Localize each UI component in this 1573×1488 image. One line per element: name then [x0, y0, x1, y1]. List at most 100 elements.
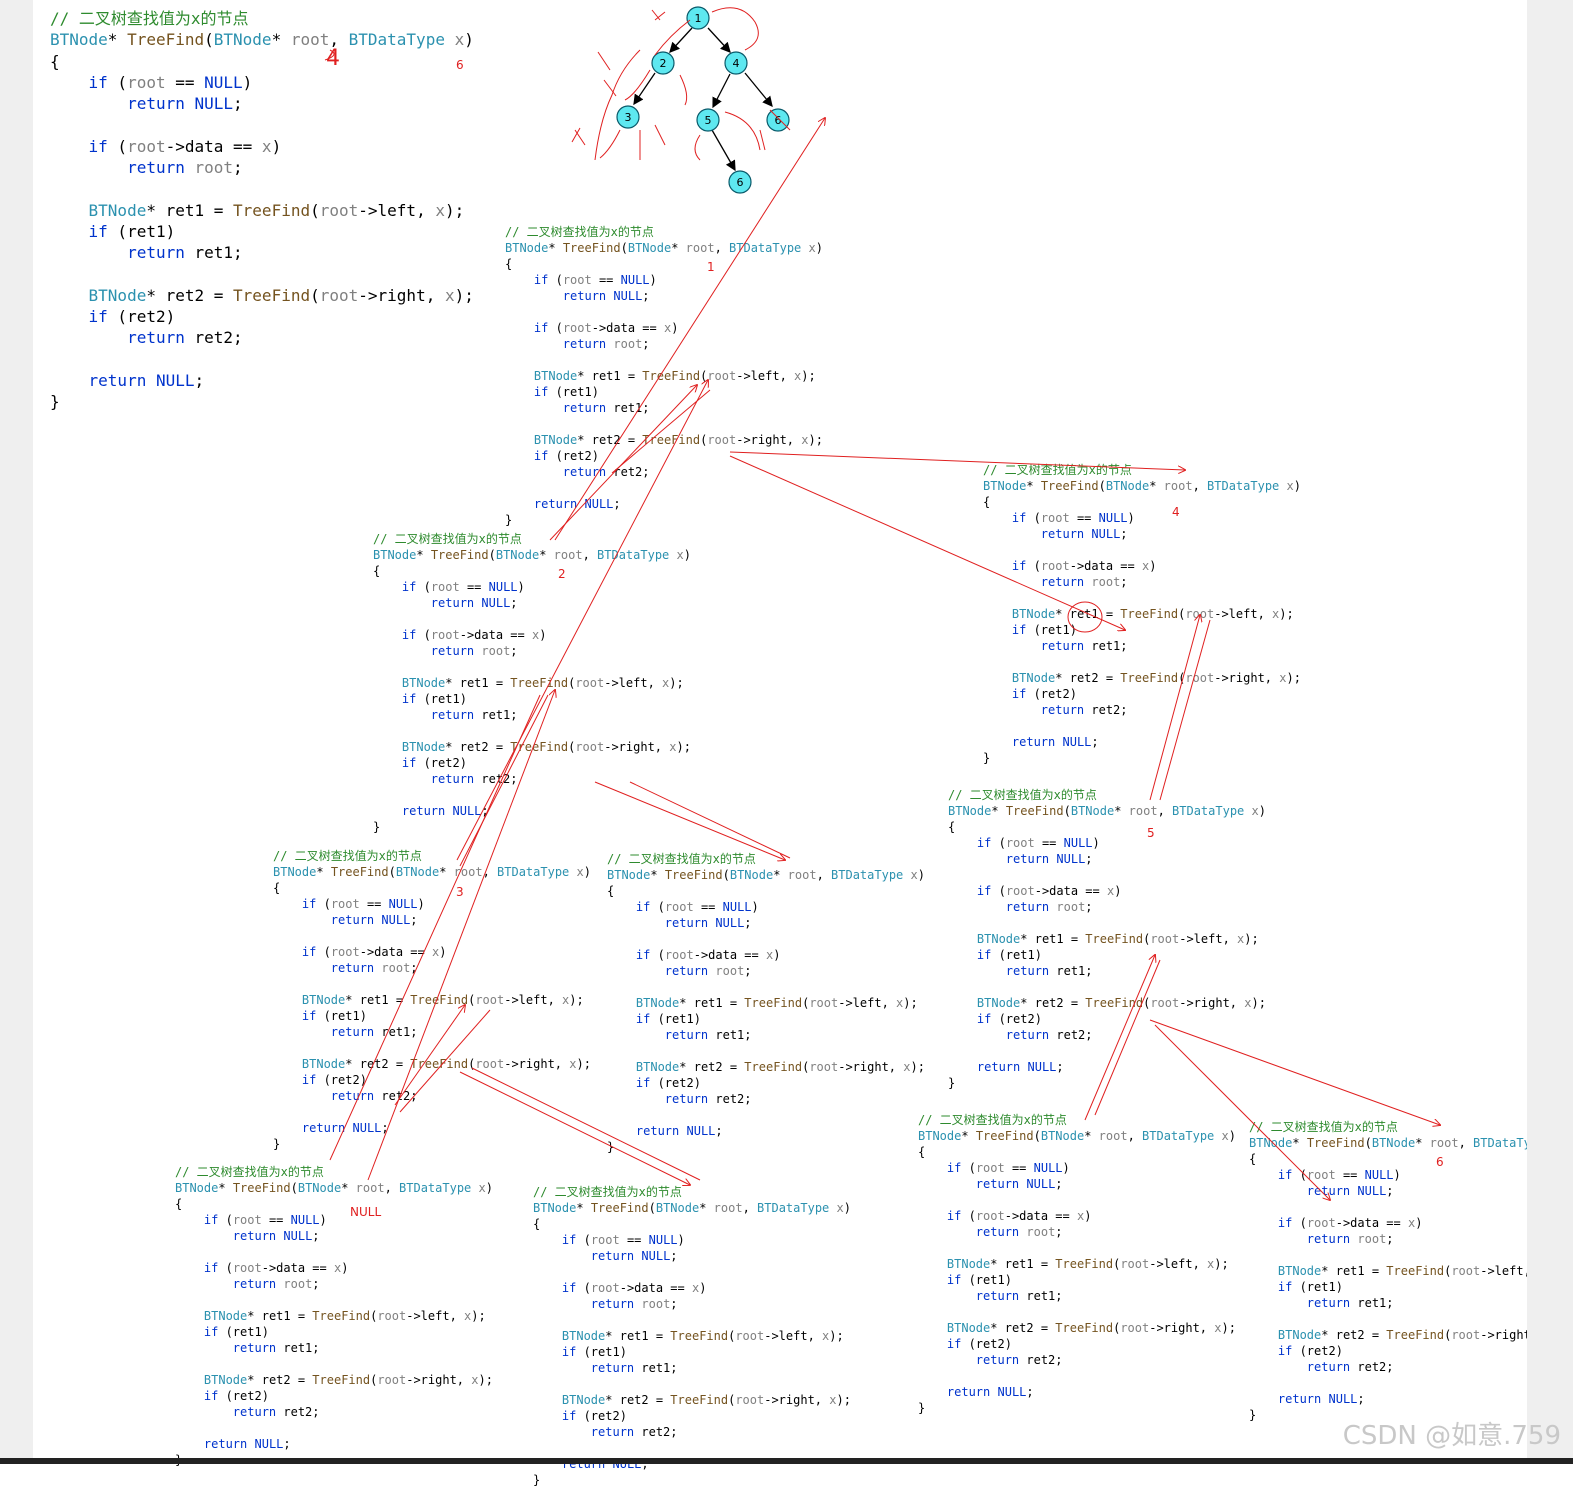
code-line: ​	[50, 264, 474, 285]
tree-node-label: 3	[625, 111, 632, 124]
code-signature: BTNode* TreeFind(BTNode* root, BTDataTyp…	[505, 241, 823, 255]
code-line: if (root == NULL)	[203, 1213, 327, 1227]
code-line: ​	[533, 1264, 851, 1280]
code-line: if (root == NULL)	[1277, 1168, 1401, 1182]
code-line: BTNode* ret1 = TreeFind(root->left, x);	[533, 369, 816, 383]
code-line: if (root->data == x)	[301, 945, 447, 959]
code-line: if (root == NULL)	[1011, 511, 1135, 525]
code-line: if (root->data == x)	[1011, 559, 1157, 573]
code-line: ​	[50, 178, 474, 199]
code-line: if (ret2)	[533, 449, 599, 463]
code-line: if (ret1)	[635, 1012, 701, 1026]
code-line: }	[533, 1473, 541, 1487]
code-line: BTNode* ret2 = TreeFind(root->right, x);	[203, 1373, 493, 1387]
code-line: if (ret1)	[301, 1009, 367, 1023]
tree-node-label: 4	[733, 57, 740, 70]
code-line: ​	[1249, 1375, 1527, 1391]
tree-node-circle	[766, 108, 790, 132]
code-line: if (root->data == x)	[946, 1209, 1092, 1223]
code-signature: BTNode* TreeFind(BTNode* root, BTDataTyp…	[50, 30, 474, 50]
code-line: ​	[505, 480, 823, 496]
code-line: ​	[983, 718, 1301, 734]
code-line: ​	[50, 114, 474, 135]
code-line: return root;	[330, 961, 418, 975]
code-line: if (root->data == x)	[561, 1281, 707, 1295]
code-line: if (ret1)	[533, 385, 599, 399]
code-line: if (ret2)	[301, 1073, 367, 1087]
code-comment: // 二叉树查找值为x的节点	[948, 788, 1097, 802]
code-line: return NULL;	[1306, 1184, 1394, 1198]
code-signature: BTNode* TreeFind(BTNode* root, BTDataTyp…	[373, 548, 691, 562]
code-signature: BTNode* TreeFind(BTNode* root, BTDataTyp…	[273, 865, 591, 879]
code-line: if (root == NULL)	[401, 580, 525, 594]
code-line: return ret2;	[590, 1425, 678, 1439]
code-line: ​	[175, 1292, 493, 1308]
code-line: }	[50, 392, 60, 412]
annotation-frame-6: 6	[1436, 1155, 1444, 1169]
code-line: if (ret1)	[401, 692, 467, 706]
code-line: if (root == NULL)	[976, 836, 1100, 850]
code-line: ​	[948, 915, 1266, 931]
code-line: ​	[607, 1107, 925, 1123]
annotation-main-4: 4	[326, 46, 340, 71]
code-line: if (root->data == x)	[533, 321, 679, 335]
code-line: return NULL;	[562, 289, 650, 303]
code-line: if (root == NULL)	[561, 1233, 685, 1247]
code-line: return ret2;	[330, 1089, 418, 1103]
code-line: BTNode* ret1 = TreeFind(root->left, x);	[401, 676, 684, 690]
code-line: ​	[273, 928, 591, 944]
code-line: return ret2;	[1005, 1028, 1093, 1042]
code-signature: BTNode* TreeFind(BTNode* root, BTDataTyp…	[1249, 1136, 1527, 1150]
code-line: return ret1;	[127, 243, 243, 263]
code-line: return root;	[127, 158, 243, 178]
code-line: return ret1;	[562, 401, 650, 415]
tree-node-circle	[696, 108, 720, 132]
code-line: ​	[273, 976, 591, 992]
code-line: if (root == NULL)	[533, 273, 657, 287]
code-line: ​	[948, 979, 1266, 995]
annotation-null: NULL	[350, 1205, 382, 1219]
code-line: return ret2;	[1040, 703, 1128, 717]
code-line: ​	[533, 1312, 851, 1328]
code-line: {	[607, 884, 615, 898]
tree-node-label: 6	[775, 114, 782, 127]
code-line: return NULL;	[1277, 1392, 1365, 1406]
code-line: if (root->data == x)	[203, 1261, 349, 1275]
code-line: BTNode* ret1 = TreeFind(root->left, x);	[976, 932, 1259, 946]
code-line: if (ret1)	[1011, 623, 1077, 637]
code-line: return ret1;	[1040, 639, 1128, 653]
code-line: }	[1249, 1408, 1257, 1422]
code-line: return NULL;	[664, 916, 752, 930]
code-line: return ret2;	[232, 1405, 320, 1419]
right-gutter	[1527, 0, 1573, 1464]
code-line: if (root->data == x)	[88, 136, 282, 156]
code-line: }	[948, 1076, 956, 1090]
code-line: return root;	[232, 1277, 320, 1291]
code-line: if (ret2)	[946, 1337, 1012, 1351]
bottom-border	[0, 1458, 1573, 1464]
code-line: BTNode* ret1 = TreeFind(root->left, x);	[635, 996, 918, 1010]
code-comment: // 二叉树查找值为x的节点	[533, 1185, 682, 1199]
code-line: return root;	[975, 1225, 1063, 1239]
code-line: return ret2;	[1306, 1360, 1394, 1374]
code-line: if (ret2)	[1011, 687, 1077, 701]
code-line: if (ret2)	[401, 756, 467, 770]
code-comment: // 二叉树查找值为x的节点	[983, 463, 1132, 477]
code-line: return NULL;	[1005, 852, 1093, 866]
code-line: return root;	[1040, 575, 1128, 589]
code-line: BTNode* ret2 = TreeFind(root->right, x);	[88, 285, 474, 305]
code-line: ​	[1249, 1311, 1527, 1327]
code-line: ​	[1249, 1247, 1527, 1263]
code-line: }	[607, 1140, 615, 1154]
code-line: ​	[918, 1304, 1236, 1320]
code-line: ​	[948, 1043, 1266, 1059]
annotation-frame-4: 4	[1172, 505, 1180, 519]
code-line: return NULL;	[1011, 735, 1099, 749]
tree-node-circle	[616, 105, 640, 129]
code-line: return NULL;	[127, 94, 243, 114]
code-line: return NULL;	[975, 1177, 1063, 1191]
